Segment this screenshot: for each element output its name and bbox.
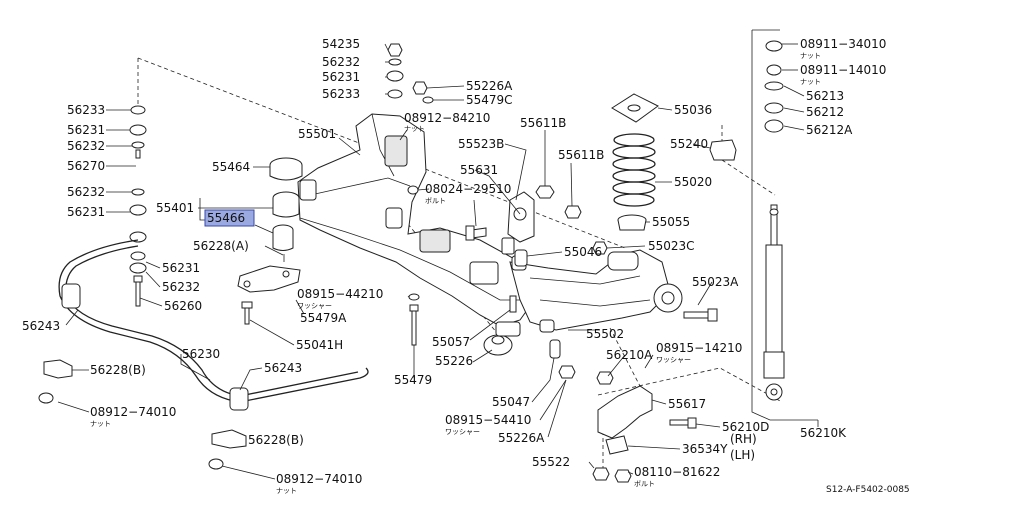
- label-55226a[interactable]: 55226A: [466, 79, 513, 93]
- label-56233[interactable]: 56233: [322, 87, 360, 101]
- label-55464[interactable]: 55464: [212, 160, 250, 174]
- label-56228a[interactable]: 56228(A): [193, 239, 249, 253]
- label-56232[interactable]: 56232: [322, 55, 360, 69]
- label-08911-14010[interactable]: 08911−14010: [800, 63, 886, 77]
- label-55041h[interactable]: 55041H: [296, 338, 343, 352]
- label-08912-84210[interactable]: 08912−84210: [404, 111, 490, 125]
- part-drawings: [38, 29, 819, 483]
- label-55023a[interactable]: 55023A: [692, 275, 739, 289]
- label-55617[interactable]: 55617: [668, 397, 706, 411]
- label-56243[interactable]: 56243: [264, 361, 302, 375]
- label-54235[interactable]: 54235: [322, 37, 360, 51]
- label-55522[interactable]: 55522: [532, 455, 570, 469]
- label-55036[interactable]: 55036: [674, 103, 712, 117]
- label-55023c[interactable]: 55023C: [648, 239, 695, 253]
- label-08912-74010[interactable]: 08912−74010: [276, 472, 362, 486]
- label-56231[interactable]: 56231: [67, 123, 105, 137]
- label-56260[interactable]: 56260: [164, 299, 202, 313]
- label-56231[interactable]: 56231: [322, 70, 360, 84]
- label-56210d[interactable]: 56210D: [722, 420, 769, 434]
- label-08912-74010[interactable]: 08912−74010: [90, 405, 176, 419]
- label-55479a[interactable]: 55479A: [300, 311, 347, 325]
- sublabel-washer: ワッシャー: [656, 356, 691, 364]
- label-36534y[interactable]: 36534Y: [682, 442, 728, 456]
- label-56233[interactable]: 56233: [67, 103, 105, 117]
- label-56210k[interactable]: 56210K: [800, 426, 847, 440]
- diagram-code: S12-A-F5402-0085: [826, 485, 910, 495]
- label-55479c[interactable]: 55479C: [466, 93, 513, 107]
- sublabel-bolt: ボルト: [634, 480, 655, 488]
- label-55055[interactable]: 55055: [652, 215, 690, 229]
- label-08911-34010[interactable]: 08911−34010: [800, 37, 886, 51]
- label-55501[interactable]: 55501: [298, 127, 336, 141]
- label-56231[interactable]: 56231: [162, 261, 200, 275]
- label-55226a[interactable]: 55226A: [498, 431, 545, 445]
- sublabel-washer: ワッシャー: [445, 428, 480, 436]
- label-56210a[interactable]: 56210A: [606, 348, 653, 362]
- label-55611b[interactable]: 55611B: [558, 148, 604, 162]
- label-55226[interactable]: 55226: [435, 354, 473, 368]
- sublabel-washer: ワッシャー: [297, 302, 332, 310]
- label-56213[interactable]: 56213: [806, 89, 844, 103]
- sublabel-nut: ナット: [800, 78, 821, 86]
- label-56228b[interactable]: 56228(B): [90, 363, 146, 377]
- sublabel-nut: ナット: [276, 487, 297, 495]
- label-56243[interactable]: 56243: [22, 319, 60, 333]
- label-08915-14210[interactable]: 08915−14210: [656, 341, 742, 355]
- sublabel-nut: ナット: [800, 52, 821, 60]
- label-55046[interactable]: 55046: [564, 245, 602, 259]
- label-55057[interactable]: 55057: [432, 335, 470, 349]
- label-55466[interactable]: 55466: [207, 211, 245, 225]
- label-55479[interactable]: 55479: [394, 373, 432, 387]
- sublabel-nut: ナット: [404, 125, 425, 133]
- label-56232[interactable]: 56232: [67, 185, 105, 199]
- label-56228b[interactable]: 56228(B): [248, 433, 304, 447]
- shock-absorber: [763, 204, 785, 401]
- label-55631[interactable]: 55631: [460, 163, 498, 177]
- label-rh: (RH): [730, 432, 757, 446]
- label-55523b[interactable]: 55523B: [458, 137, 504, 151]
- highlight-55466[interactable]: [204, 209, 255, 227]
- label-56270[interactable]: 56270: [67, 159, 105, 173]
- part-labels: 54235 56232 56231 56233 55226A 55479C 56…: [22, 37, 910, 495]
- label-55502[interactable]: 55502: [586, 327, 624, 341]
- label-56212[interactable]: 56212: [806, 105, 844, 119]
- sublabel-bolt: ボルト: [425, 197, 446, 205]
- label-55240[interactable]: 55240: [670, 137, 708, 151]
- label-08915-54410[interactable]: 08915−54410: [445, 413, 531, 427]
- label-56212a[interactable]: 56212A: [806, 123, 853, 137]
- sublabel-nut: ナット: [90, 420, 111, 428]
- label-56231[interactable]: 56231: [67, 205, 105, 219]
- label-56232[interactable]: 56232: [162, 280, 200, 294]
- label-55020[interactable]: 55020: [674, 175, 712, 189]
- label-55401[interactable]: 55401: [156, 201, 194, 215]
- label-lh: (LH): [730, 448, 755, 462]
- label-56232[interactable]: 56232: [67, 139, 105, 153]
- label-08024-29510[interactable]: 08024−29510: [425, 182, 511, 196]
- label-56230[interactable]: 56230: [182, 347, 220, 361]
- label-55611b[interactable]: 55611B: [520, 116, 566, 130]
- label-08915-44210[interactable]: 08915−44210: [297, 287, 383, 301]
- label-08110-81622[interactable]: 08110−81622: [634, 465, 720, 479]
- label-55047[interactable]: 55047: [492, 395, 530, 409]
- coil-spring: [612, 133, 656, 207]
